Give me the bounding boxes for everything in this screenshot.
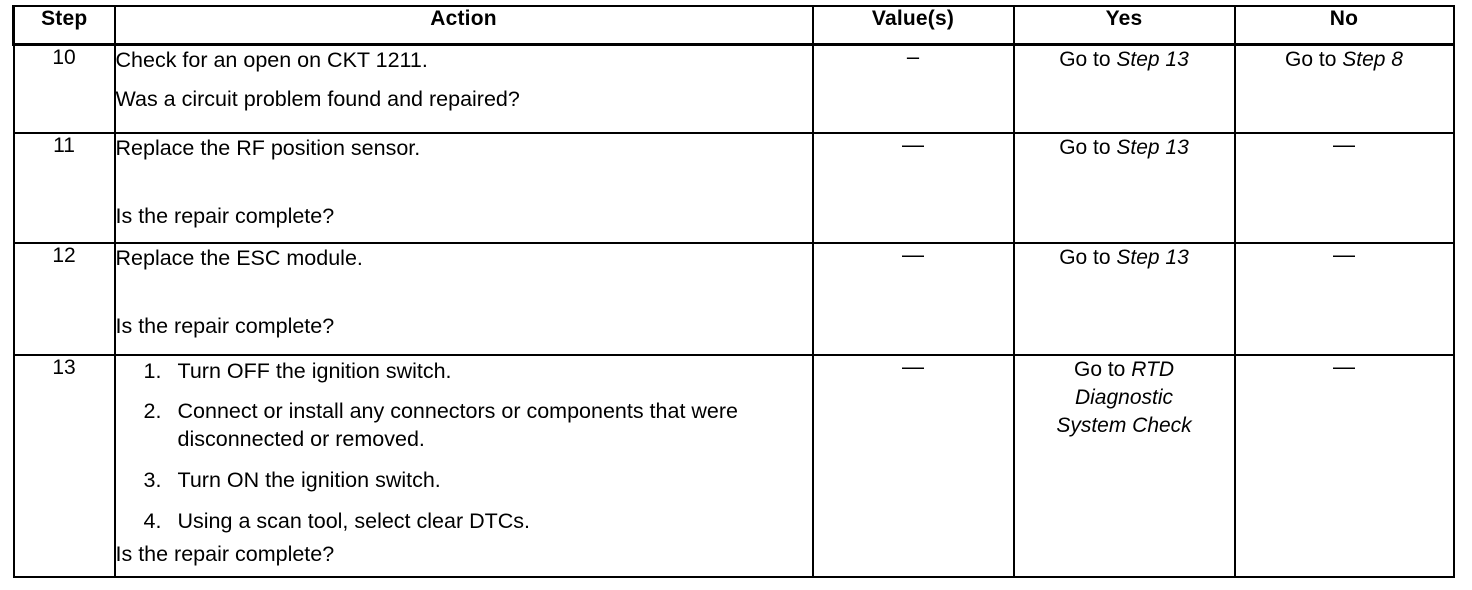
value-cell: — <box>811 131 1015 244</box>
no-cell: Go to Step 8 <box>1233 43 1455 134</box>
value-cell: — <box>811 353 1015 578</box>
action-question: Is the repair complete? <box>115 314 335 339</box>
action-cell: 1. Turn OFF the ignition switch. 2. Connec… <box>113 353 814 578</box>
action-question: Is the repair complete? <box>115 204 335 229</box>
table-row: 10 Check for an open on CKT 1211. Was a … <box>12 43 1455 134</box>
action-line: Check for an open on CKT 1211. <box>115 48 428 72</box>
action-line: Replace the ESC module. <box>115 245 363 270</box>
table-row: 11 Replace the RF position sensor. Is th… <box>12 131 1455 244</box>
yes-cell: Go to Step 13 <box>1012 43 1236 134</box>
yes-cell: Go to RTD Diagnostic System Check <box>1012 353 1236 578</box>
yes-cell: Go to Step 13 <box>1012 131 1236 244</box>
no-cell: — <box>1233 131 1455 244</box>
no-dash: — <box>1333 131 1355 157</box>
list-item-text: Connect or install any connectors or com… <box>177 399 739 452</box>
no-dash: — <box>1333 241 1355 267</box>
list-item-text: Using a scan tool, select clear DTCs. <box>177 509 531 534</box>
list-item-number: 1. <box>143 358 162 383</box>
yes-goto-reference: Go to Step 13 <box>1059 48 1189 71</box>
value-cell: – <box>811 43 1015 134</box>
list-item-text: Turn ON the ignition switch. <box>177 468 441 493</box>
step-number: 11 <box>12 131 116 244</box>
action-cell: Replace the RF position sensor. Is the r… <box>113 131 814 244</box>
action-line: Replace the RF position sensor. <box>115 135 421 160</box>
column-header-step: Step <box>12 5 116 46</box>
step-number: 12 <box>12 241 116 356</box>
value-dash: – <box>906 44 920 69</box>
list-item-number: 2. <box>143 399 162 424</box>
no-cell: — <box>1233 241 1455 356</box>
step-number: 13 <box>12 353 116 578</box>
value-dash: — <box>902 353 924 379</box>
numbered-instruction-list: 1. Turn OFF the ignition switch. 2. Connec… <box>116 358 812 537</box>
header-row: Step Action Value(s) Yes No <box>12 5 1455 46</box>
yes-goto-reference-line3: System Check <box>1056 414 1192 438</box>
value-dash: — <box>902 131 924 157</box>
list-item: 1. Turn OFF the ignition switch. <box>116 358 812 386</box>
column-header-no: No <box>1233 5 1455 46</box>
column-header-yes: Yes <box>1012 5 1236 46</box>
action-cell: Check for an open on CKT 1211. Was a cir… <box>113 43 814 134</box>
yes-cell: Go to Step 13 <box>1012 241 1236 356</box>
table-row: 13 1. Turn OFF the ignition switch. 2. Con… <box>12 353 1455 578</box>
list-item: 2. Connect or install any connectors or c… <box>116 398 812 454</box>
list-item-number: 4. <box>143 509 162 534</box>
column-header-value: Value(s) <box>811 5 1015 46</box>
yes-goto-reference-line2: Diagnostic <box>1074 385 1174 409</box>
action-question: Is the repair complete? <box>115 542 335 567</box>
list-item-text: Turn OFF the ignition switch. <box>177 358 452 383</box>
yes-goto-reference: Go to Step 13 <box>1059 135 1189 159</box>
column-header-action: Action <box>113 5 814 46</box>
no-goto-reference: Go to Step 8 <box>1285 48 1403 71</box>
diagnostic-procedure-table: Step Action Value(s) Yes No 10 Check for… <box>12 5 1455 578</box>
table-body: 10 Check for an open on CKT 1211. Was a … <box>12 43 1455 578</box>
action-cell: Replace the ESC module. Is the repair co… <box>113 241 814 356</box>
list-item: 3. Turn ON the ignition switch. <box>116 467 812 495</box>
value-cell: — <box>811 241 1015 356</box>
list-item-number: 3. <box>143 468 162 493</box>
no-dash: — <box>1333 353 1355 379</box>
step-number: 10 <box>12 43 116 134</box>
yes-goto-reference: Go to Step 13 <box>1059 245 1189 269</box>
value-dash: — <box>902 241 924 267</box>
no-cell: — <box>1233 353 1455 578</box>
table-row: 12 Replace the ESC module. Is the repair… <box>12 241 1455 356</box>
table-header: Step Action Value(s) Yes No <box>12 5 1455 46</box>
action-question: Was a circuit problem found and repaired… <box>115 86 520 111</box>
list-item: 4. Using a scan tool, select clear DTCs. <box>116 508 812 536</box>
yes-goto-reference: Go to RTD <box>1074 357 1174 381</box>
